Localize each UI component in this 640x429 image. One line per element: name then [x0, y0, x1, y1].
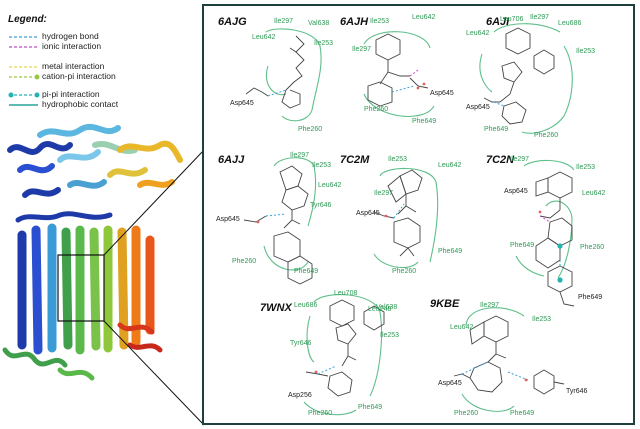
residue-label: Phe260 [308, 410, 333, 417]
residue-label: Tyr646 [290, 340, 312, 347]
heteroatom-markers [256, 82, 542, 382]
pi-pi-swatch-icon [8, 92, 40, 98]
residue-label: Asp645 [216, 216, 240, 223]
residue-label: Leu686 [294, 302, 318, 309]
residue-label: Ile297 [510, 156, 530, 163]
legend-label: hydrogen bond [42, 31, 99, 41]
residue-label: Phe649 [510, 410, 535, 417]
residue-label: Asp645 [430, 90, 454, 97]
residue-label: Asp645 [356, 210, 380, 217]
residue-label: Phe260 [364, 106, 389, 113]
residue-label: Tyr646 [566, 388, 588, 395]
residue-label: Leu642 [466, 30, 490, 37]
complex-title-6ajj: 6AJJ [218, 154, 245, 166]
residue-label: Phe260 [392, 268, 417, 275]
legend-item-cation-pi: cation-pi interaction [8, 71, 198, 82]
residue-label: Phe260 [298, 126, 323, 133]
residue-label: Leu686 [558, 20, 582, 27]
residue-label: Ile253 [312, 162, 332, 169]
residue-label: Ile297 [352, 46, 372, 53]
protein-structure-image [2, 123, 205, 426]
pi-pi-centroid-icon [557, 243, 563, 249]
residue-label: Leu642 [582, 190, 606, 197]
residue-label: Val638 [308, 20, 330, 27]
interaction-lines [265, 69, 561, 381]
residue-label: Phe260 [534, 132, 559, 139]
complex-title-6ajg: 6AJG [218, 16, 247, 28]
legend-item-hydrogen-bond: hydrogen bond [8, 31, 198, 42]
legend-label: pi-pi interaction [42, 89, 100, 99]
residue-label: Phe649 [358, 404, 383, 411]
residue-label: Phe649 [578, 294, 603, 301]
ligand-diagrams [243, 23, 575, 416]
residue-label: Leu248 [368, 306, 392, 313]
legend-item-metal-interaction: metal interaction [8, 61, 198, 72]
legend: Legend: hydrogen bond ionic interaction … [2, 10, 202, 115]
residue-label: Phe649 [294, 268, 319, 275]
hydrophobic-swatch-icon [9, 104, 38, 106]
residue-label: Asp645 [438, 380, 462, 387]
complex-title-6aji: 6AJI [486, 16, 510, 28]
hydrophobic-contours [263, 23, 575, 416]
legend-item-hydrophobic: hydrophobic contact [8, 99, 198, 110]
pi-pi-centroid-icon [557, 277, 563, 283]
residue-label: Ile253 [314, 40, 334, 47]
residue-label: Leu642 [318, 182, 342, 189]
residue-label: Asp256 [288, 392, 312, 399]
ligand-bonds [243, 27, 575, 397]
legend-label: ionic interaction [42, 41, 102, 51]
zoom-region-box [57, 254, 105, 322]
complex-title-7c2m: 7C2M [340, 154, 370, 166]
residue-label: Ile253 [370, 18, 390, 25]
residue-label: Val638 [376, 304, 398, 311]
residue-label: Ile297 [290, 152, 310, 159]
complex-title-9kbe: 9KBE [430, 298, 460, 310]
residue-label: Leu708 [334, 290, 358, 297]
legend-label: metal interaction [42, 61, 105, 71]
residue-label: Tyr646 [310, 202, 332, 209]
residue-label: Ile297 [530, 14, 550, 21]
residue-label: Phe260 [454, 410, 479, 417]
residue-label: Ile253 [532, 316, 552, 323]
residue-label: Ile253 [380, 332, 400, 339]
residue-label: Ile297 [374, 190, 394, 197]
residue-label: Leu642 [450, 324, 474, 331]
cation-pi-swatch-icon [9, 74, 40, 80]
residue-label: Phe260 [580, 244, 605, 251]
legend-label: cation-pi interaction [42, 71, 116, 81]
legend-label: hydrophobic contact [42, 99, 119, 109]
legend-item-ionic-interaction: ionic interaction [8, 41, 198, 52]
residue-label: Leu642 [252, 34, 276, 41]
residue-label: Phe649 [412, 118, 437, 125]
residue-label: Ile253 [576, 164, 596, 171]
residue-label: Ile253 [576, 48, 596, 55]
residue-label: Phe649 [484, 126, 509, 133]
residue-label: Ile253 [388, 156, 408, 163]
residue-label: Ile297 [480, 302, 500, 309]
residue-label: Leu706 [500, 16, 524, 23]
legend-title: Legend: [8, 14, 47, 25]
complex-title-6ajh: 6AJH [340, 16, 369, 28]
residue-label: Asp645 [504, 188, 528, 195]
residue-label: Phe260 [232, 258, 257, 265]
residue-label: Asp645 [466, 104, 490, 111]
residue-label: Leu642 [412, 14, 436, 21]
residue-label: Asp645 [230, 100, 254, 107]
residue-label: Leu642 [438, 162, 462, 169]
binding-poses-panel: 6AJG 6AJH 6AJI 6AJJ 7C2M 7C2N 7WNX 9KBE … [202, 4, 635, 425]
residue-label: Phe649 [510, 242, 535, 249]
complex-title-7c2n: 7C2N [486, 154, 515, 166]
legend-item-pi-pi: pi-pi interaction [8, 89, 198, 100]
residue-label: Ile297 [274, 18, 294, 25]
complex-title-7wnx: 7WNX [260, 302, 292, 314]
residue-label: Phe649 [438, 248, 463, 255]
